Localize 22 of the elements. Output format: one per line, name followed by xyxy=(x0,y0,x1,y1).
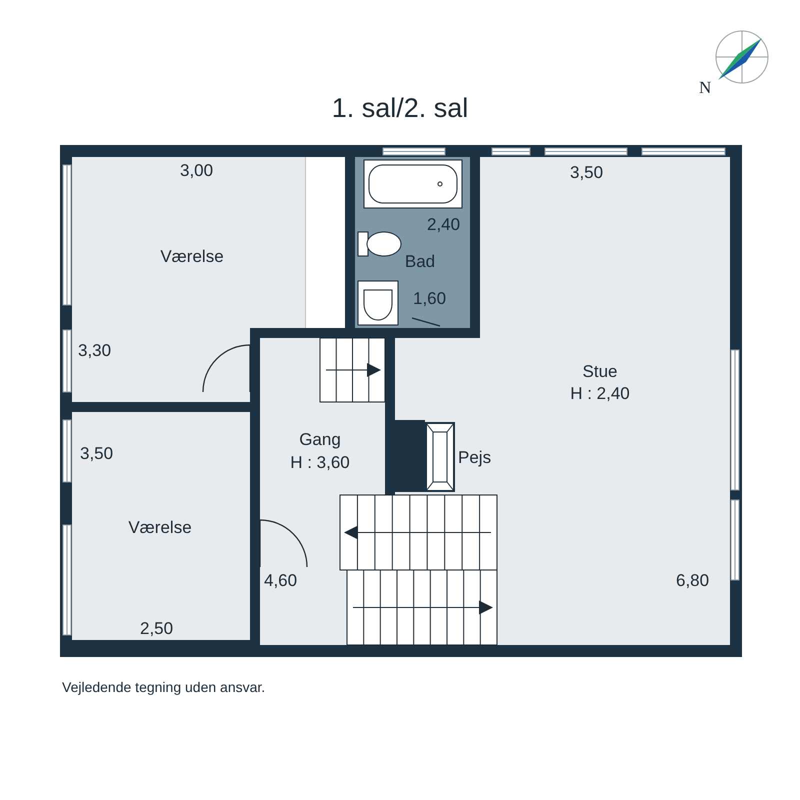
compass-label: N xyxy=(699,78,712,98)
room-area xyxy=(72,412,250,640)
fireplace-label: Pejs xyxy=(458,448,492,468)
room-height: H : 3,60 xyxy=(290,453,350,473)
room-name: Stue xyxy=(582,362,618,382)
dimension-label: 3,00 xyxy=(180,161,214,181)
dimension-label: 2,50 xyxy=(140,619,174,639)
room-name: Værelse xyxy=(160,247,224,267)
room-name: Værelse xyxy=(128,518,192,538)
dimension-label: 1,60 xyxy=(413,289,446,309)
floor-title: 1. sal/2. sal xyxy=(330,93,470,123)
dimension-label: 3,50 xyxy=(80,444,114,464)
room-area xyxy=(72,157,305,402)
dimension-label: 2,40 xyxy=(427,215,460,235)
room-name: Bad xyxy=(404,252,436,272)
dimension-label: 3,50 xyxy=(570,163,604,183)
room-name: Gang xyxy=(299,430,341,450)
dimension-label: 6,80 xyxy=(676,571,710,591)
room-height: H : 2,40 xyxy=(570,384,630,404)
dimension-label: 4,60 xyxy=(264,571,298,591)
disclaimer-caption: Vejledende tegning uden ansvar. xyxy=(62,678,266,697)
dimension-label: 3,30 xyxy=(78,341,112,361)
